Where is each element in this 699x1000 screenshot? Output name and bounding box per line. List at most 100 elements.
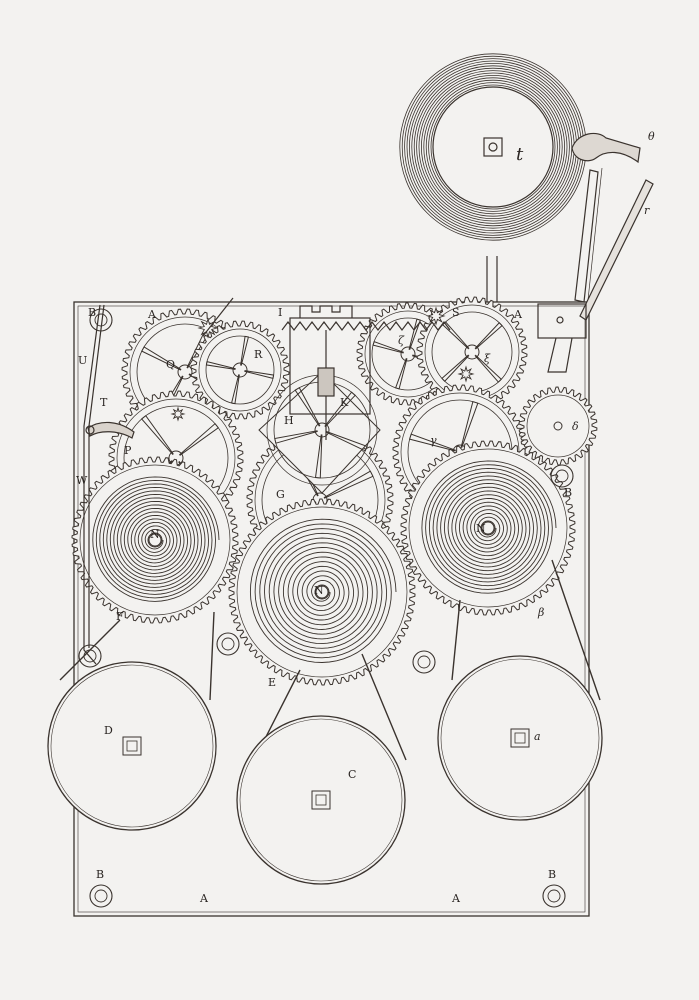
- clamp-arm: [547, 337, 573, 373]
- guide-strap: [83, 304, 101, 665]
- hole-mid-left: [216, 632, 240, 656]
- pulley-c: [236, 715, 406, 885]
- gear-q-hub: [177, 364, 193, 380]
- mainspring-coil: [411, 65, 575, 229]
- gear-delta-hub: [553, 421, 563, 431]
- gear-gamma-spoke: [460, 400, 479, 448]
- gear-xi-hub: [464, 344, 480, 360]
- pulley-d-arbor-inner: [126, 740, 138, 752]
- mainspring-coil: [420, 75, 565, 219]
- hole-left-edge: [78, 644, 102, 668]
- label-h: H: [284, 414, 294, 427]
- label-d: D: [104, 724, 113, 737]
- wheel-h-spoke: [274, 430, 318, 444]
- upper-mainspring-arbor: [483, 137, 503, 157]
- pulley-a-arbor: [510, 728, 530, 748]
- upper-mainspring: [399, 53, 587, 241]
- gear-q-spoke: [141, 346, 182, 371]
- label-xi: ξ: [484, 352, 491, 365]
- gear-xi-spoke: [442, 321, 470, 350]
- mainspring-coil: [416, 70, 570, 224]
- pin-star-s: [426, 306, 446, 326]
- gear-r-web: [205, 335, 275, 405]
- label-a-bottom-left: A: [199, 892, 209, 905]
- arbor-right: [481, 521, 495, 535]
- pulley-c-arbor-inner: [315, 794, 327, 806]
- label-b-top-left: B: [88, 306, 96, 319]
- gear-delta: [518, 386, 598, 466]
- label-t-mainspring: t: [516, 144, 524, 165]
- gear-e-rim-inner: [236, 506, 408, 678]
- mainspring-coil: [423, 77, 563, 217]
- pulley-d-arbor: [122, 736, 142, 756]
- label-gamma: γ: [430, 434, 437, 447]
- hole-b-bottom-left: [89, 884, 113, 908]
- label-b-bottom-left: B: [96, 868, 104, 881]
- wheel-h-spoke: [314, 434, 323, 479]
- spiral-right: [421, 460, 557, 594]
- gear-r-spoke: [244, 370, 275, 380]
- label-g: G: [276, 488, 285, 501]
- gear-beta-rim-inner: [408, 448, 568, 608]
- hole-b-bottom-right: [542, 884, 566, 908]
- label-f: F: [116, 610, 124, 623]
- pulley-c-arbor: [311, 790, 331, 810]
- label-e: E: [268, 676, 276, 689]
- gear-xi-spoke: [441, 354, 470, 382]
- wheel-h: [258, 371, 381, 494]
- clamp-block-hole: [556, 316, 564, 324]
- gear-p-spoke: [140, 414, 174, 455]
- pin-star-p: [170, 406, 186, 422]
- gear-e-hub: [314, 584, 330, 600]
- hole-b-bottom-right-inner: [547, 889, 561, 903]
- mainspring-coil: [408, 63, 577, 231]
- label-zeta: ζ: [398, 334, 405, 347]
- gear-r-rim-inner: [198, 328, 282, 412]
- rack-crenel: [299, 305, 353, 318]
- pulley-a: [437, 655, 603, 821]
- gear-r: [190, 320, 290, 420]
- gear-gamma-spoke: [408, 433, 456, 452]
- label-delta: δ: [572, 420, 579, 433]
- pulley-a-arbor-inner: [514, 732, 526, 744]
- gear-f-hub: [147, 532, 163, 548]
- gear-zeta-hub: [400, 346, 416, 362]
- clamp-block: [537, 303, 587, 339]
- label-p: P: [124, 444, 132, 457]
- label-r-gear: R: [254, 348, 263, 361]
- hole-mid-right: [412, 650, 436, 674]
- label-c: C: [348, 768, 356, 781]
- hole-b-right: [550, 464, 574, 488]
- mainspring-coil: [428, 82, 558, 212]
- lever-t: [87, 421, 135, 439]
- spiral-left: [92, 476, 220, 602]
- pulley-d: [47, 661, 217, 831]
- mainspring-inner-edge: [432, 86, 554, 208]
- label-n-left: N: [150, 528, 160, 541]
- label-w: W: [76, 474, 88, 487]
- hole-b-top-left-inner: [94, 313, 108, 327]
- label-beta: β: [537, 606, 544, 619]
- mainspring-coil: [399, 53, 587, 241]
- gear-zeta-spoke: [395, 358, 408, 390]
- wheel-h-spoke: [324, 391, 356, 428]
- arbor-left: [148, 533, 162, 547]
- gear-r-spoke: [230, 374, 240, 405]
- gear-zeta-spoke: [372, 341, 404, 354]
- base-plate: [73, 301, 590, 917]
- pulley-a-rim: [440, 658, 600, 818]
- rod-r: [579, 179, 654, 321]
- mainspring-coil: [430, 84, 556, 210]
- ribbon-strip-2: [587, 167, 603, 301]
- gear-g-spoke: [323, 470, 374, 499]
- label-s: S: [452, 306, 460, 319]
- mainspring-coil: [401, 55, 585, 239]
- hole-b-top-left: [89, 308, 113, 332]
- gear-xi-spoke: [474, 322, 503, 350]
- gear-beta-hub: [480, 520, 496, 536]
- pulley-c-rim: [239, 718, 403, 882]
- label-a-bottom-right: A: [451, 892, 461, 905]
- label-u: U: [78, 354, 87, 367]
- label-t: T: [100, 396, 108, 409]
- belt-a: [451, 559, 601, 701]
